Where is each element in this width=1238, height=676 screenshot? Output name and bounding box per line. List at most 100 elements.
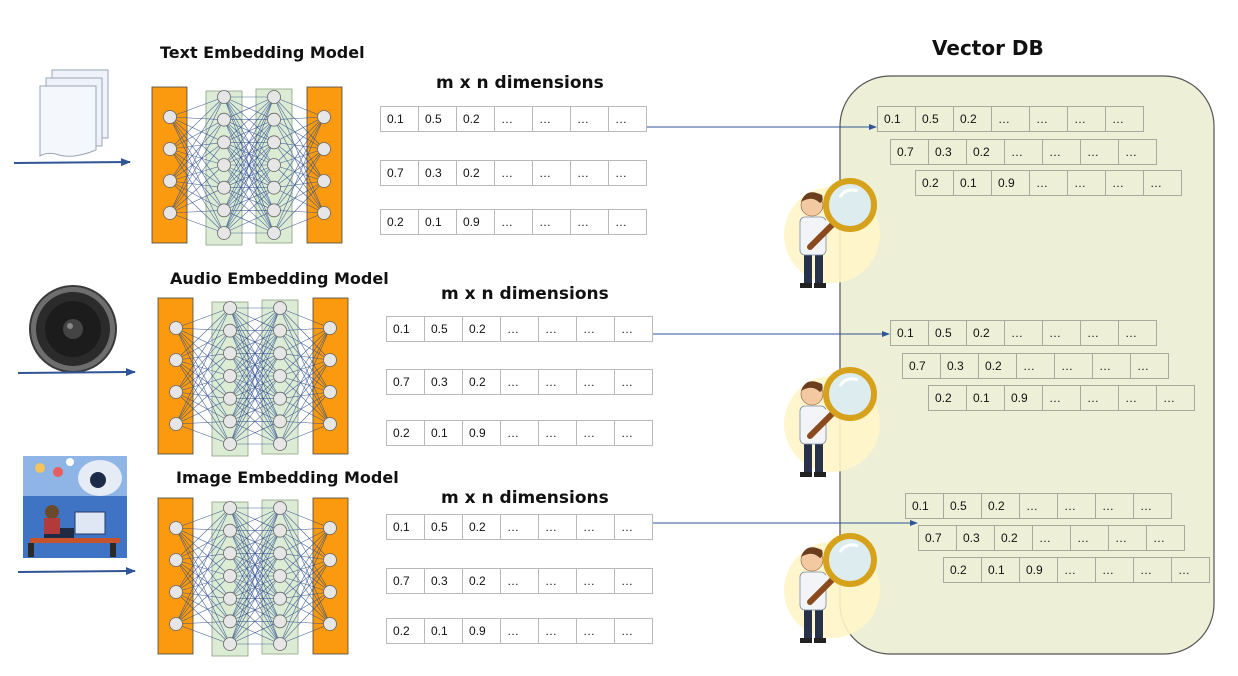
neuron-node [267, 135, 281, 150]
vector-cell: 0.1 [380, 106, 419, 132]
neuron-node [317, 174, 331, 188]
vector-cell: 0.5 [943, 493, 982, 519]
vector-cell: … [1057, 493, 1096, 519]
vector-cell: … [1108, 525, 1147, 551]
model-title: Image Embedding Model [176, 468, 399, 487]
vector-cell: 0.2 [386, 618, 425, 644]
neuron-node [223, 369, 237, 383]
vector-cell: … [570, 209, 609, 235]
vector-cell: … [1080, 320, 1119, 346]
vector-cell: 0.7 [380, 160, 419, 186]
vector-cell: 0.2 [456, 160, 495, 186]
vector-cell: … [1133, 493, 1172, 519]
vector-cell: … [1171, 557, 1210, 583]
neural-network [151, 86, 343, 246]
neuron-node [267, 180, 281, 195]
vector-cell: 0.1 [424, 420, 463, 446]
neuron-node [217, 135, 231, 150]
neuron-node [273, 414, 287, 429]
vector-cell: … [532, 209, 571, 235]
magnifying-glass-person-icon [784, 367, 880, 477]
neuron-node [273, 301, 287, 315]
vector-cell: … [1019, 493, 1058, 519]
neuron-node [217, 203, 231, 218]
vector-cell: 0.2 [943, 557, 982, 583]
vector-cell: … [1067, 106, 1106, 132]
vector-cell: … [1092, 353, 1131, 379]
vector-cell: … [608, 160, 647, 186]
vector-cell: 0.2 [456, 106, 495, 132]
vector-cell: 0.1 [386, 514, 425, 540]
neuron-node [323, 385, 337, 399]
vector-cell: … [608, 209, 647, 235]
vector-cell: … [500, 514, 539, 540]
input-arrow [13, 158, 131, 167]
vector-cell: … [991, 106, 1030, 132]
neuron-node [169, 417, 183, 431]
vector-cell: 0.3 [928, 139, 967, 165]
vector-cell: 0.2 [380, 209, 419, 235]
neuron-node [323, 417, 337, 431]
neuron-node [273, 501, 287, 515]
vector-cell: … [1133, 557, 1172, 583]
neuron-node [217, 180, 231, 195]
vector-cell: … [1057, 557, 1096, 583]
vector-cell: 0.7 [918, 525, 957, 551]
vector-cell: … [500, 316, 539, 342]
vector-cell: … [1016, 353, 1055, 379]
vector-cell: 0.5 [915, 106, 954, 132]
vector-cell: … [1143, 170, 1182, 196]
vector-cell: 0.2 [966, 139, 1005, 165]
neuron-node [267, 112, 281, 127]
neuron-node [267, 226, 281, 240]
vector-cell: 0.1 [981, 557, 1020, 583]
dimensions-title: m x n dimensions [436, 73, 604, 93]
neural-network [157, 497, 349, 657]
vector-cell: 0.9 [462, 618, 501, 644]
neuron-node [323, 353, 337, 367]
neuron-node [223, 569, 237, 583]
vector-cell: 0.1 [966, 385, 1005, 411]
vector-cell: … [1004, 320, 1043, 346]
vector-cell: … [538, 618, 577, 644]
neuron-node [223, 391, 237, 406]
vector-cell: … [500, 369, 539, 395]
vector-cell: 0.2 [386, 420, 425, 446]
vector-cell: … [1080, 385, 1119, 411]
neuron-node [323, 585, 337, 599]
neuron-node [273, 614, 287, 629]
vector-cell: … [614, 316, 653, 342]
neuron-node [267, 158, 281, 172]
neuron-node [223, 437, 237, 451]
neuron-node [317, 206, 331, 220]
vector-cell: 0.1 [418, 209, 457, 235]
vector-cell: … [1080, 139, 1119, 165]
vector-cell: … [614, 568, 653, 594]
vector-cell: 0.3 [956, 525, 995, 551]
vector-cell: … [1095, 493, 1134, 519]
vector-cell: 0.5 [424, 514, 463, 540]
vector-cell: 0.2 [462, 316, 501, 342]
neuron-node [223, 637, 237, 651]
vector-cell: … [532, 106, 571, 132]
vector-cell: … [1130, 353, 1169, 379]
neuron-node [323, 553, 337, 567]
vector-cell: 0.2 [953, 106, 992, 132]
vector-cell: 0.1 [890, 320, 929, 346]
input-arrow [17, 368, 136, 377]
vector-cell: 0.2 [994, 525, 1033, 551]
vector-cell: 0.9 [1004, 385, 1043, 411]
vector-cell: … [1146, 525, 1185, 551]
neuron-node [163, 142, 177, 156]
speaker-icon [29, 285, 117, 373]
neuron-node [169, 321, 183, 335]
vector-cell: … [576, 568, 615, 594]
neuron-node [223, 591, 237, 606]
vector-cell: … [538, 420, 577, 446]
